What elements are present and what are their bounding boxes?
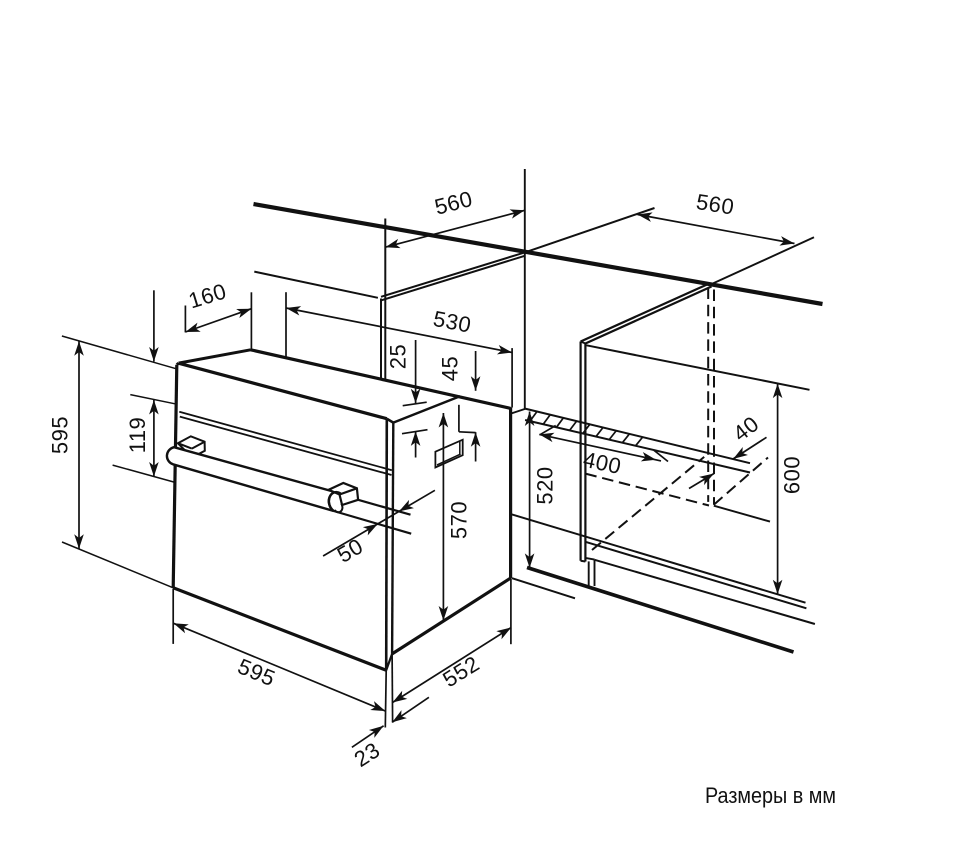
svg-text:Размеры в мм: Размеры в мм [705, 783, 836, 808]
svg-text:119: 119 [125, 417, 150, 454]
svg-text:25: 25 [385, 344, 410, 369]
svg-text:600: 600 [779, 456, 804, 494]
svg-text:570: 570 [446, 501, 471, 539]
svg-text:560: 560 [694, 189, 736, 220]
svg-text:45: 45 [437, 356, 462, 381]
svg-text:520: 520 [532, 466, 557, 504]
svg-text:595: 595 [47, 416, 72, 454]
